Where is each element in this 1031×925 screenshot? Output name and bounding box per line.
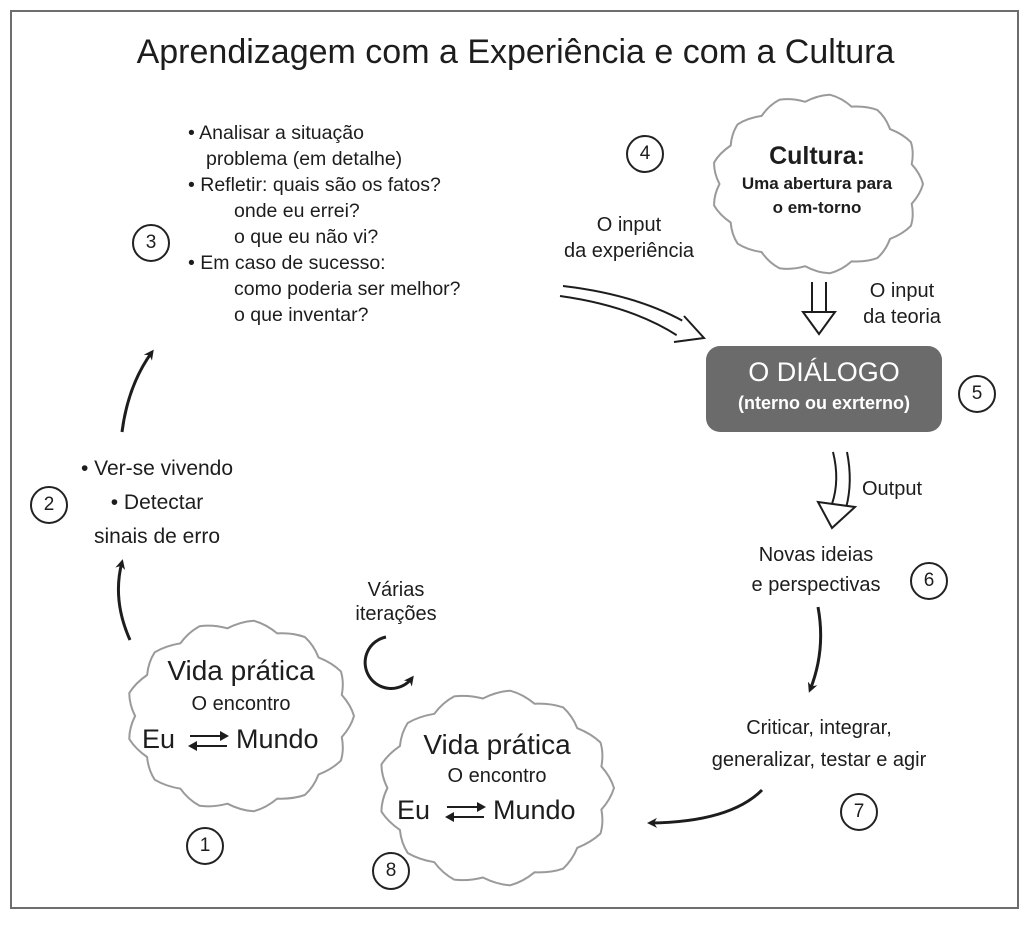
exchange-arrows-icon [445,802,486,822]
step7-line: generalizar, testar e agir [711,749,927,771]
arrow-output [816,451,858,530]
step2-line: sinais de erro [93,525,221,548]
exchange-arrows-icon [188,731,229,751]
vida-pratica-1-eu: Eu [142,724,176,754]
input-teoria-label: O input da teoria [852,278,952,330]
cultura-text: Cultura: Uma abertura para o em-torno [722,140,912,220]
input-experiencia-line: da experiência [563,240,695,262]
cultura-line: Uma abertura para [741,174,893,193]
cultura-cloud-shape [713,93,925,275]
step3-line: o que inventar? [234,304,369,326]
step2-line: • Detectar [110,491,204,514]
arrow-6-to-7 [807,606,823,693]
diagram-frame [10,10,1019,909]
step-number-7: 7 [840,793,878,831]
arrow-7-to-8 [647,788,764,828]
vida-pratica-2-eu: Eu [397,795,431,825]
output-label: Output [862,478,923,500]
iterations-cycle-arrow [363,635,414,690]
iteracoes-line: Várias [367,579,425,601]
step-number-6: 6 [910,562,948,600]
step3-line: problema (em detalhe) [206,148,403,170]
step3-line: • Analisar a situação [188,122,364,144]
dialogo-box: O DIÁLOGO (nterno ou exrterno) [706,346,942,432]
vida-pratica-2-mundo: Mundo [493,795,576,825]
vida-pratica-1-title: Vida prática [167,655,315,686]
vida-pratica-2-subtitle: O encontro [447,765,547,787]
vida-pratica-2-cloud-shape [380,689,616,887]
vida-pratica-2-title: Vida prática [423,729,571,760]
dialogo-title: O DIÁLOGO [748,357,900,387]
arrow-input-teoria [801,282,837,336]
step3-line: • Refletir: quais são os fatos? [188,174,441,196]
step6-line: Novas ideias [758,544,874,566]
arrow-2-to-3 [120,349,154,433]
step-number-3: 3 [132,224,170,262]
step6-text: Novas ideias e perspectivas [726,540,906,600]
arrow-1-to-2 [115,559,132,641]
iteracoes-label: Várias iterações [338,578,454,626]
vida-pratica-1-subtitle: O encontro [191,693,291,715]
input-teoria-line: O input [869,280,935,302]
step3-line: como poderia ser melhor? [234,278,461,300]
step-number-2: 2 [30,486,68,524]
arrow-input-experiencia [559,285,707,343]
step2-line: • Ver-se vivendo [80,457,234,480]
input-teoria-line: da teoria [863,306,941,328]
cultura-title: Cultura: [769,142,865,170]
input-experiencia-line: O input [596,214,662,236]
step-number-8: 8 [372,852,410,890]
step6-line: e perspectivas [751,574,881,596]
step7-text: Criticar, integrar, generalizar, testar … [688,712,950,776]
iteracoes-line: iterações [355,603,437,625]
step-number-5: 5 [958,375,996,413]
input-experiencia-label: O input da experiência [548,212,710,264]
step-number-4: 4 [626,135,664,173]
step2-text: • Ver-se vivendo • Detectar sinais de er… [62,452,252,554]
step3-line: onde eu errei? [234,200,360,222]
step7-line: Criticar, integrar, [746,717,892,739]
diagram-title: Aprendizagem com a Experiência e com a C… [136,33,895,71]
step3-text: • Analisar a situação problema (em detal… [188,120,461,328]
step-number-1: 1 [186,827,224,865]
cultura-line: o em-torno [772,198,862,217]
vida-pratica-1-mundo: Mundo [236,724,319,754]
vida-pratica-1-cloud-shape [128,619,356,813]
dialogo-subtitle: (nterno ou exrterno) [737,393,910,413]
step3-line: o que eu não vi? [234,226,379,248]
step3-line: • Em caso de sucesso: [188,252,386,274]
